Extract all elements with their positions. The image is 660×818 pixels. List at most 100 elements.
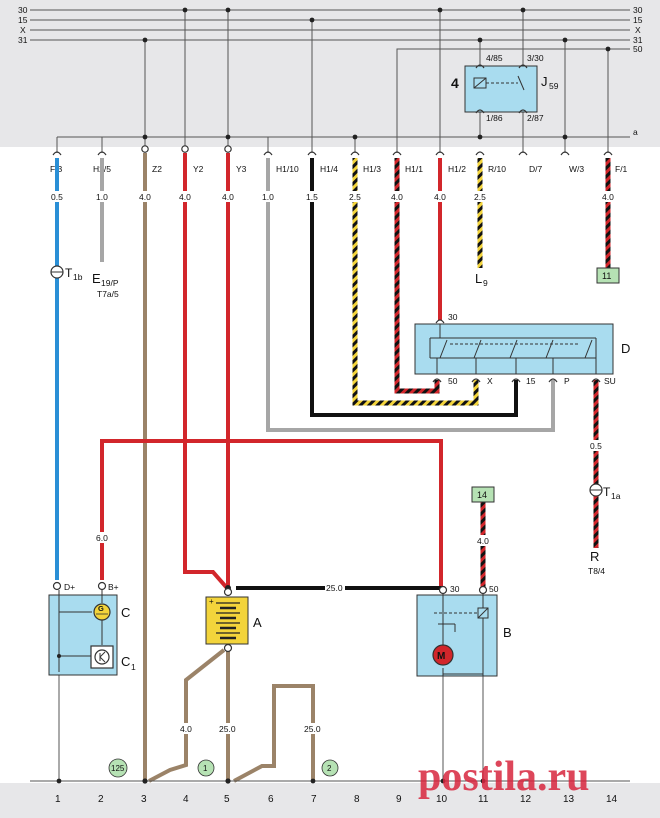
- wire-brown-g4: [148, 648, 226, 783]
- connector-labels: F/3 H2/5 Z2 Y2 Y3 H1/10 H1/4 H1/3 H1/1 H…: [50, 164, 628, 174]
- col-1: 1: [55, 794, 61, 805]
- component-l9: L 9: [475, 271, 488, 288]
- bus-label-x-left: X: [20, 25, 26, 35]
- thin-ground-lines: [58, 672, 484, 781]
- watermark: postila.ru: [418, 754, 590, 800]
- a-name: A: [253, 615, 262, 630]
- column-numbers: 1 2 3 4 5 6 7 8 9 10 11 12 13 14: [55, 794, 618, 805]
- c-pin-bplus: B+: [108, 582, 119, 592]
- wire-gray-h110: [266, 158, 555, 432]
- component-c: G D+ B+ C C 1: [48, 581, 136, 676]
- t1b-sub: 1b: [73, 272, 83, 282]
- size-h110: 1.0: [262, 192, 274, 202]
- size-r10: 2.5: [474, 192, 486, 202]
- e-name: E: [92, 271, 101, 286]
- component-r: R T8/4: [588, 549, 605, 576]
- size-main: 25.0: [326, 583, 343, 593]
- col-6: 6: [268, 794, 274, 805]
- t1a-connector: T 1a: [589, 483, 621, 501]
- bus-label-31-left: 31: [18, 35, 28, 45]
- col-10: 10: [436, 794, 448, 805]
- relay-number: 4: [451, 75, 459, 91]
- component-a-battery: + A: [205, 587, 262, 653]
- relay-pin-485: 4/85: [486, 53, 503, 63]
- e-sub: 19/P: [101, 278, 119, 288]
- col-11: 11: [478, 794, 489, 805]
- size-g1: 4.0: [180, 724, 192, 734]
- ref-11-label: 11: [602, 271, 611, 281]
- relay-name: J: [541, 74, 548, 89]
- bus-label-31-right: 31: [633, 35, 643, 45]
- ground-mark-2: 2: [327, 764, 332, 773]
- col-3: 3: [141, 794, 147, 805]
- col-13: 13: [563, 794, 575, 805]
- ref-14: 14: [471, 486, 495, 503]
- ground-marks: 125 1 2: [108, 758, 339, 778]
- ground-mark-1: 1: [203, 764, 208, 773]
- gen-symbol: G: [98, 604, 104, 613]
- wire-red-y2: [183, 153, 229, 590]
- r-ref: T8/4: [588, 566, 605, 576]
- relay-pin-330: 3/30: [527, 53, 544, 63]
- size-t1a: 0.5: [590, 441, 602, 451]
- col-2: 2: [98, 794, 104, 805]
- relay-j59: 4 J 59 4/85 3/30 1/86 2/87: [451, 53, 559, 123]
- component-b-starter: M 30 50 B: [416, 584, 512, 677]
- d-name: D: [621, 341, 630, 356]
- conn-r10: R/10: [488, 164, 506, 174]
- size-f3: 0.5: [51, 192, 63, 202]
- size-z2: 4.0: [139, 192, 151, 202]
- t1a-name: T: [603, 485, 611, 499]
- conn-h12: H1/2: [448, 164, 466, 174]
- bottom-panel: [0, 783, 660, 818]
- size-gen: 6.0: [96, 533, 108, 543]
- d-pin-p: P: [564, 376, 570, 386]
- size-h14: 1.5: [306, 192, 318, 202]
- size-g3: 25.0: [304, 724, 321, 734]
- size-h13: 2.5: [349, 192, 361, 202]
- relay-pin-186: 1/86: [486, 113, 503, 123]
- conn-d7: D/7: [529, 164, 543, 174]
- wire-red-gen: [100, 439, 443, 588]
- col-12: 12: [520, 794, 532, 805]
- relay-pin-287: 2/87: [527, 113, 544, 123]
- col-5: 5: [224, 794, 230, 805]
- junction-dots: [142, 7, 611, 140]
- l-sub: 9: [483, 278, 488, 288]
- size-g2: 25.0: [219, 724, 236, 734]
- wire-brown-g7: [233, 684, 315, 783]
- watermark-text: postila.ru: [418, 754, 590, 800]
- bus-label-15-right: 15: [633, 15, 643, 25]
- e-ref: T7a/5: [97, 289, 119, 299]
- c-name: C: [121, 605, 130, 620]
- conn-w3: W/3: [569, 164, 584, 174]
- relay-sub: 59: [549, 81, 559, 91]
- c1-sub: 1: [131, 662, 136, 672]
- d-pin-x: X: [487, 376, 493, 386]
- b-pin-50: 50: [489, 584, 499, 594]
- l-name: L: [475, 271, 482, 286]
- size-h25: 1.0: [96, 192, 108, 202]
- col-14: 14: [606, 794, 618, 805]
- wire-ybk-h13: [352, 158, 479, 406]
- t1a-sub: 1a: [611, 491, 621, 501]
- size-b50: 4.0: [477, 536, 489, 546]
- svg-text:+: +: [209, 597, 214, 606]
- d-pin-30: 30: [448, 312, 458, 322]
- col-7: 7: [311, 794, 317, 805]
- col-8: 8: [354, 794, 360, 805]
- connector-symbols: [52, 64, 613, 156]
- component-e19p: E 19/P T7a/5: [92, 271, 119, 299]
- d-pin-su: SU: [604, 376, 616, 386]
- bus-lines: [30, 9, 630, 138]
- component-d: D 30 50 X 15 P SU: [414, 312, 630, 386]
- col-9: 9: [396, 794, 402, 805]
- bus-label-a: a: [633, 127, 638, 137]
- c-pin-dplus: D+: [64, 582, 75, 592]
- conn-y2: Y2: [193, 164, 204, 174]
- top-panel: [0, 0, 660, 147]
- bus-label-x-right: X: [635, 25, 641, 35]
- wire-black-h14: [310, 158, 518, 417]
